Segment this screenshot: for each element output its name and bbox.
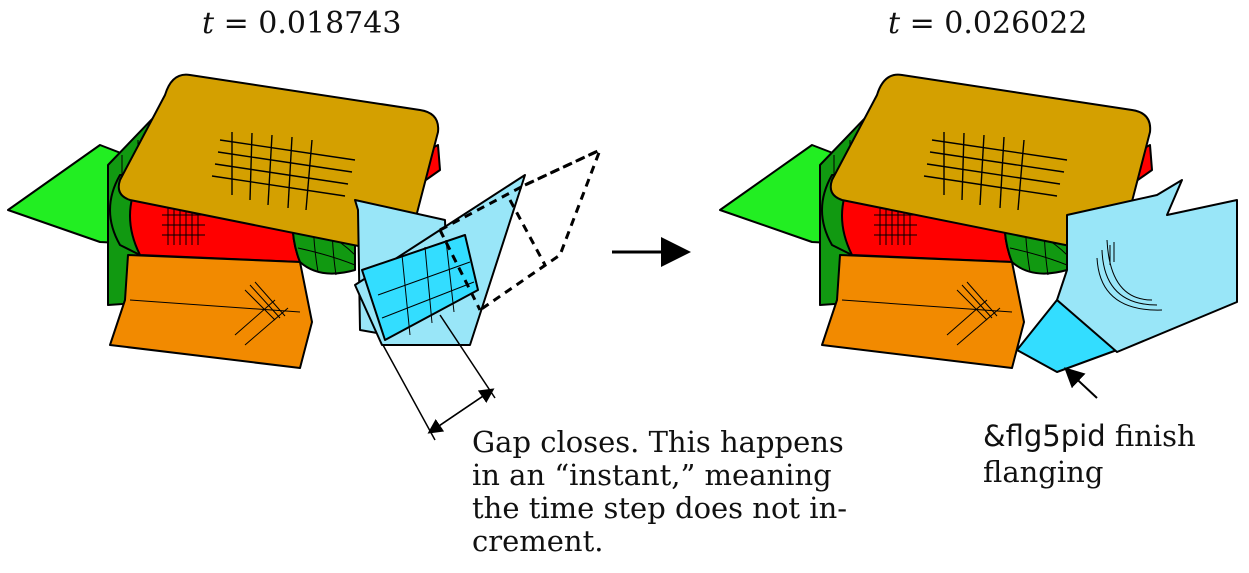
flange-label: &flg5pid finish flanging (983, 418, 1196, 490)
flange-pointer-arrow (1067, 370, 1097, 398)
left-assembly (8, 75, 600, 440)
gap-closes-note: Gap closes. This happens in an “instant,… (472, 426, 862, 558)
flange-keyword: &flg5pid (983, 419, 1106, 453)
right-assembly (720, 75, 1237, 398)
left-orange-flange (110, 255, 312, 368)
right-orange-flange (822, 255, 1024, 368)
